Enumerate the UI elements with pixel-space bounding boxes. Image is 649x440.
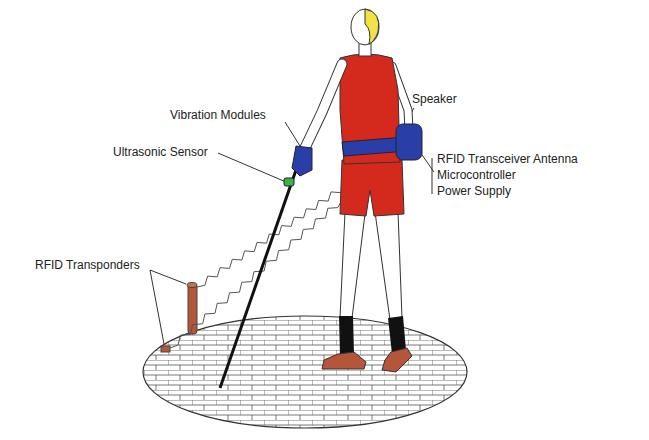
vibration-glove [292,146,312,176]
leader-lines [150,108,434,344]
electronics-pouch [396,124,422,160]
head [351,9,379,45]
part-label: Vibration Modules [170,108,266,122]
part-label: RFID Transceiver Antenna [437,152,578,166]
hair [365,9,379,44]
part-label: Speaker [412,92,457,106]
sock [339,316,354,356]
rf-link [197,186,345,287]
rf-link [170,200,342,348]
transponder-top [187,283,197,288]
arm [304,64,342,150]
part-label: RFID Transponders [35,258,140,272]
white-cane [220,170,296,388]
shoe [322,352,366,369]
part-label: Power Supply [437,184,511,198]
leg [340,212,365,318]
leg [375,212,402,320]
ultrasonic-sensor [284,178,294,186]
shorts [340,160,404,216]
transponder-floor [161,346,170,352]
sock [388,316,406,354]
part-label: Ultrasonic Sensor [113,145,208,159]
part-label: Microcontroller [437,168,516,182]
shoe [382,348,412,372]
